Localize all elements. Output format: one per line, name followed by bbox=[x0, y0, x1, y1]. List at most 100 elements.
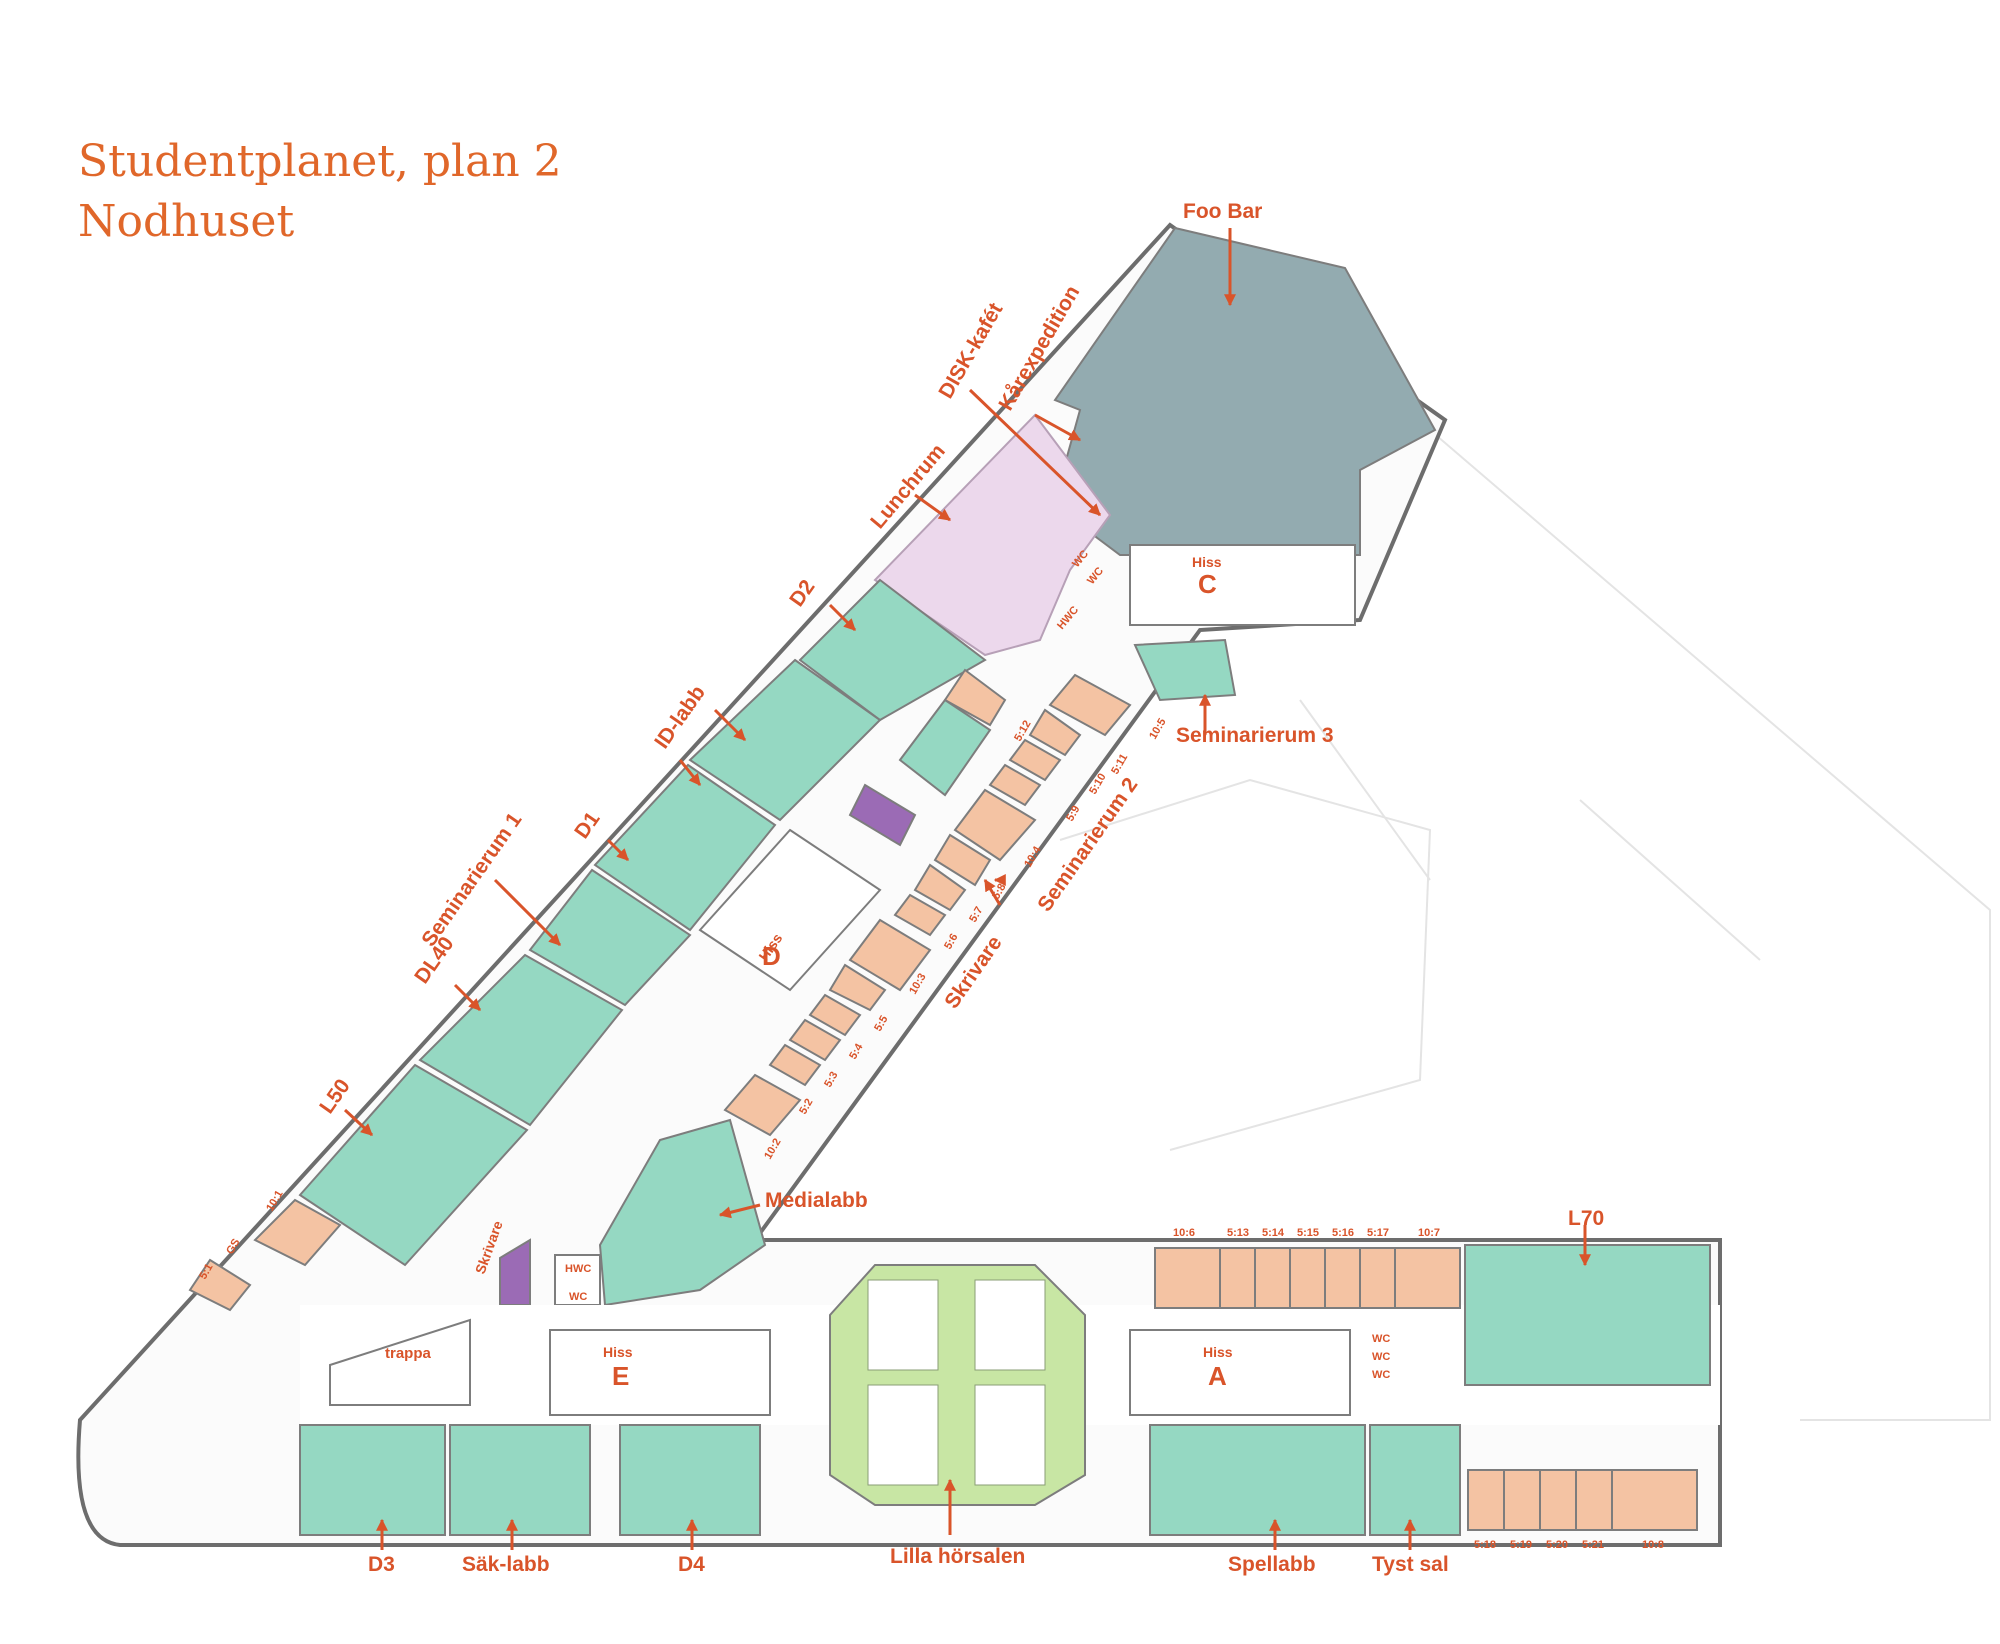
label-l50: L50 bbox=[315, 1075, 355, 1118]
bottom-row-rooms bbox=[1467, 1469, 1698, 1531]
faint-background-building bbox=[1059, 429, 1991, 1421]
label-hiss-a: Hiss bbox=[1203, 1344, 1233, 1360]
label-hiss-c: Hiss bbox=[1192, 554, 1222, 570]
label-wc-lower: WC bbox=[569, 1291, 587, 1303]
label-room-5-21: 5:21 bbox=[1582, 1539, 1604, 1551]
label-d1: D1 bbox=[570, 807, 604, 842]
room-5-14 bbox=[1254, 1247, 1291, 1309]
label-elevator-a: A bbox=[1208, 1361, 1227, 1391]
room-5-17 bbox=[1359, 1247, 1396, 1309]
room-tyst-sal bbox=[1369, 1424, 1461, 1536]
page-title: Studentplanet, plan 2 Nodhuset bbox=[78, 132, 562, 252]
label-seminarierum-1: Seminarierum 1 bbox=[417, 808, 526, 951]
label-room-10-5: 10:5 bbox=[1147, 716, 1168, 741]
label-room-5-15: 5:15 bbox=[1297, 1227, 1319, 1239]
label-disk-kafet: DISK-kafét bbox=[934, 299, 1007, 402]
room-5-6 bbox=[893, 893, 947, 937]
label-foo-bar: Foo Bar bbox=[1183, 200, 1262, 223]
label-trappa: trappa bbox=[385, 1345, 432, 1362]
label-hwc-lower: HWC bbox=[565, 1263, 591, 1275]
label-room-10-7: 10:7 bbox=[1418, 1227, 1440, 1239]
label-wc-a1: WC bbox=[1372, 1333, 1390, 1345]
label-seminarierum-3: Seminarierum 3 bbox=[1176, 724, 1334, 747]
room-5-9 bbox=[988, 763, 1042, 807]
core-e bbox=[549, 1329, 771, 1416]
label-d3: D3 bbox=[368, 1553, 395, 1576]
label-room-5-19: 5:19 bbox=[1510, 1539, 1532, 1551]
label-elevator-c: C bbox=[1198, 569, 1217, 599]
room-5-16 bbox=[1324, 1247, 1361, 1309]
room-5-7 bbox=[913, 863, 967, 912]
room-id-labb bbox=[688, 658, 882, 822]
room-10-3 bbox=[848, 918, 932, 992]
label-room-10-8: 10:8 bbox=[1642, 1539, 1664, 1551]
room-5-11 bbox=[1028, 708, 1082, 757]
room-d3 bbox=[299, 1424, 446, 1536]
room-5-5 bbox=[828, 963, 887, 1012]
room-5-21 bbox=[1575, 1469, 1613, 1531]
diagonal-seminar-rooms bbox=[723, 638, 1237, 1137]
room-10-4 bbox=[953, 788, 1037, 862]
room-sak-labb bbox=[449, 1424, 591, 1536]
room-5-15 bbox=[1289, 1247, 1326, 1309]
room-10-2 bbox=[723, 1073, 802, 1137]
room-10-1 bbox=[253, 1198, 342, 1267]
room-5-8 bbox=[933, 833, 992, 887]
room-10-6 bbox=[1154, 1247, 1221, 1309]
room-lunchrum bbox=[873, 413, 1112, 657]
label-elevator-e: E bbox=[612, 1361, 629, 1391]
room-5-12 bbox=[943, 668, 1007, 727]
room-foo-bar bbox=[1053, 226, 1437, 556]
label-hiss-e: Hiss bbox=[603, 1344, 633, 1360]
room-5-3 bbox=[788, 1018, 842, 1062]
label-wc-a2: WC bbox=[1372, 1351, 1390, 1363]
core-c bbox=[1129, 544, 1356, 626]
label-room-5-18: 5:18 bbox=[1474, 1539, 1496, 1551]
room-10-8 bbox=[1611, 1469, 1698, 1531]
room-5-20 bbox=[1539, 1469, 1577, 1531]
room-numbers-bottom-row: 5:18 5:19 5:20 5:21 10:8 bbox=[1474, 1539, 1664, 1551]
label-room-5-11: 5:11 bbox=[1109, 752, 1130, 777]
title-line-1: Studentplanet, plan 2 bbox=[78, 136, 562, 187]
label-room-10-6: 10:6 bbox=[1173, 1227, 1195, 1239]
room-printer-upper bbox=[848, 783, 917, 847]
room-5-10 bbox=[1008, 738, 1062, 782]
room-5-19 bbox=[1503, 1469, 1541, 1531]
label-d4: D4 bbox=[678, 1553, 705, 1576]
room-l50 bbox=[298, 1063, 529, 1267]
core-a bbox=[1129, 1329, 1351, 1416]
label-room-5-13: 5:13 bbox=[1227, 1227, 1249, 1239]
stair-trappa bbox=[329, 1318, 471, 1406]
label-dl40: DL40 bbox=[410, 933, 458, 988]
label-elevator-d: D bbox=[762, 941, 781, 971]
room-d1 bbox=[593, 763, 777, 932]
leader-arrows bbox=[343, 228, 1591, 1550]
room-5-1 bbox=[188, 1258, 252, 1312]
room-5-18 bbox=[1467, 1469, 1505, 1531]
label-room-5-16: 5:16 bbox=[1332, 1227, 1354, 1239]
room-dl40 bbox=[418, 953, 624, 1127]
room-d4 bbox=[619, 1424, 761, 1536]
auditorium-seating bbox=[867, 1279, 1046, 1486]
room-5-2 bbox=[768, 1043, 822, 1087]
room-seminarierum-1 bbox=[528, 868, 692, 1007]
label-d2: D2 bbox=[785, 576, 819, 611]
label-lilla-horsalen: Lilla hörsalen bbox=[890, 1545, 1025, 1568]
room-middle-lab bbox=[898, 698, 992, 797]
label-room-5-17: 5:17 bbox=[1367, 1227, 1389, 1239]
label-room-5-14: 5:14 bbox=[1262, 1227, 1285, 1239]
label-sak-labb: Säk-labb bbox=[462, 1553, 550, 1576]
room-10-7 bbox=[1394, 1247, 1461, 1309]
label-tyst-sal: Tyst sal bbox=[1372, 1553, 1449, 1576]
label-medialabb: Medialabb bbox=[765, 1189, 868, 1212]
room-10-5 bbox=[1048, 673, 1132, 737]
title-line-2: Nodhuset bbox=[78, 196, 295, 247]
room-numbers-top-row: 10:6 5:13 5:14 5:15 5:16 5:17 10:7 bbox=[1173, 1227, 1440, 1239]
room-seminarierum-3 bbox=[1133, 638, 1237, 702]
label-wc-a3: WC bbox=[1372, 1369, 1390, 1381]
label-room-5-20: 5:20 bbox=[1546, 1539, 1568, 1551]
label-spellabb: Spellabb bbox=[1228, 1553, 1316, 1576]
room-l70 bbox=[1464, 1244, 1711, 1386]
room-spellabb bbox=[1149, 1424, 1366, 1536]
